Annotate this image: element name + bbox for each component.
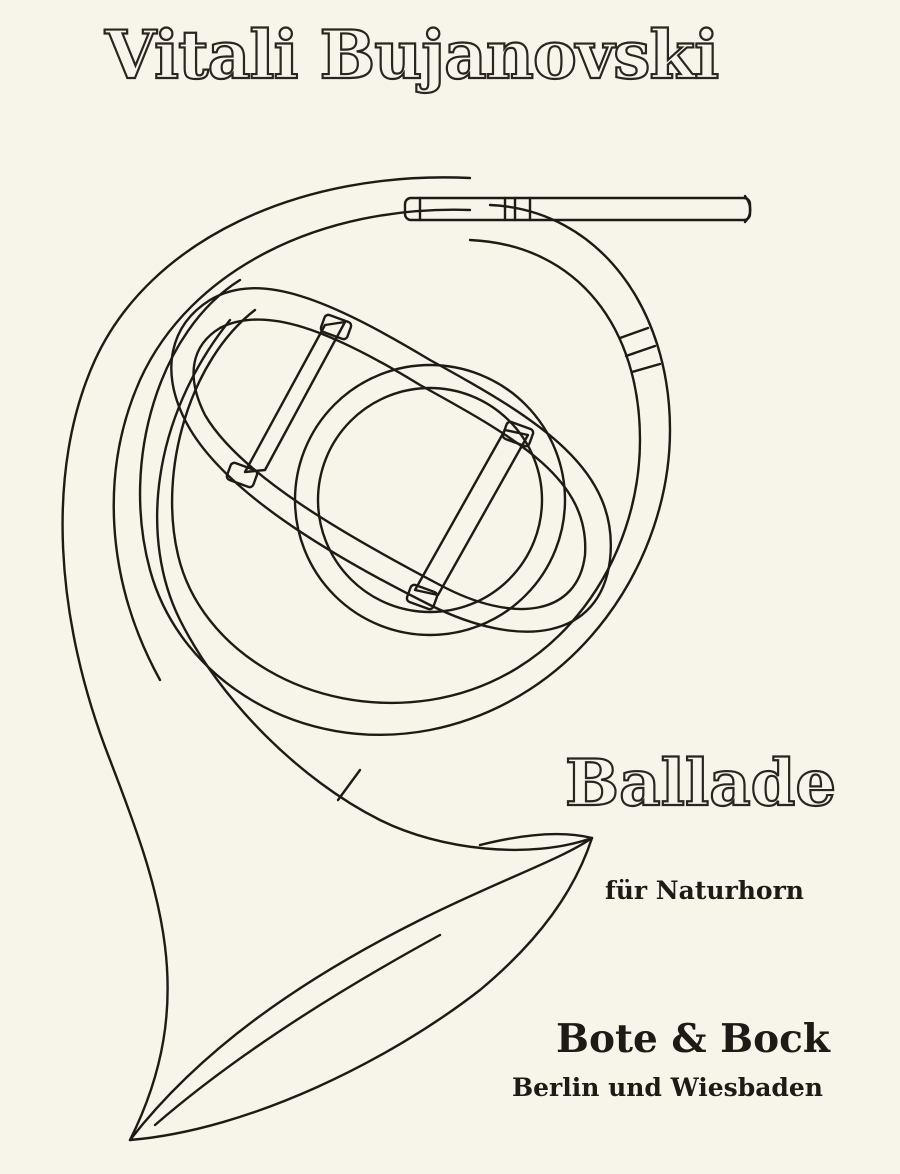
composer-name: Vitali Bujanovski — [104, 16, 720, 94]
publisher-name: Bote & Bock — [556, 1016, 830, 1062]
instrumentation: für Naturhorn — [605, 876, 804, 905]
publisher-location: Berlin und Wiesbaden — [512, 1073, 823, 1102]
work-title: Ballade — [564, 746, 837, 821]
